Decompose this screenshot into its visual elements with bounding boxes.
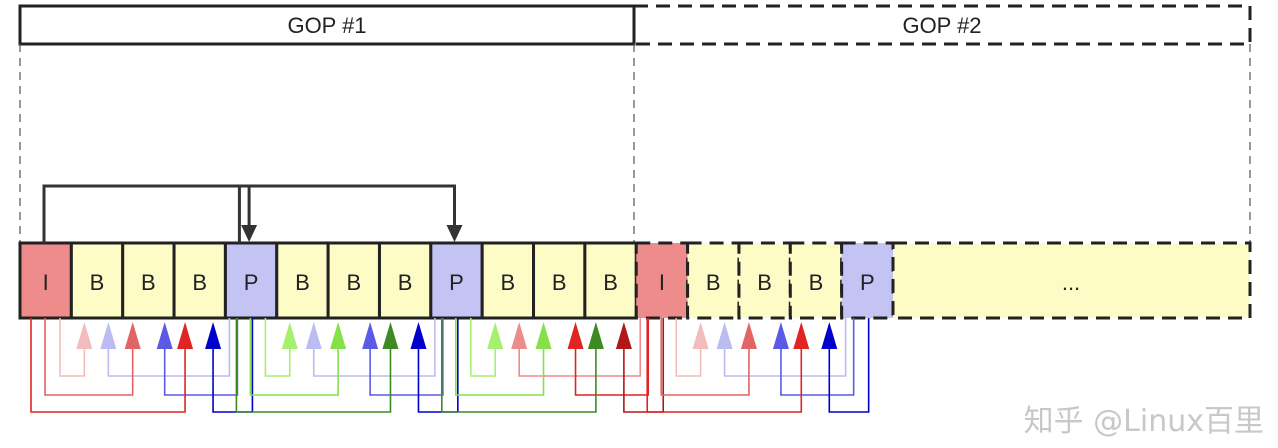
frame-B: B xyxy=(480,241,536,320)
frame-type-label: B xyxy=(141,270,156,295)
frame-type-label: P xyxy=(860,270,875,295)
frame-B: B xyxy=(377,241,433,320)
b-reference-arrow xyxy=(156,318,239,396)
frame-type-label: B xyxy=(295,270,310,295)
frame-type-label: B xyxy=(706,270,721,295)
gop-label-2: GOP #2 xyxy=(902,13,981,38)
frame-B: B xyxy=(172,241,227,320)
b-reference-arrow xyxy=(441,318,604,413)
b-reference-arrow xyxy=(772,318,855,396)
b-reference-arrow xyxy=(410,318,459,413)
frame-type-label: B xyxy=(501,270,516,295)
frame-type-label: I xyxy=(43,270,49,295)
forward-references xyxy=(42,184,463,243)
b-reference-arrow xyxy=(821,318,870,413)
frame-B: B xyxy=(326,241,381,320)
more-frames-box: ... xyxy=(891,241,1252,320)
gop-label-1: GOP #1 xyxy=(287,13,366,38)
b-reference-arrow xyxy=(205,318,254,413)
b-reference-arrow xyxy=(249,318,347,396)
b-reference-arrow xyxy=(30,318,194,413)
frame-type-label: B xyxy=(809,270,824,295)
frame-B: B xyxy=(69,241,125,320)
b-reference-arrow xyxy=(567,318,650,396)
frame-type-label: B xyxy=(90,270,105,295)
frame-P: P xyxy=(223,241,279,320)
frame-type-label: B xyxy=(603,270,618,295)
frame-type-label: B xyxy=(757,270,772,295)
frame-type-label: B xyxy=(398,270,413,295)
gop-boundaries xyxy=(19,44,1251,243)
frame-type-label: I xyxy=(659,270,665,295)
b-reference-arrow xyxy=(455,318,552,396)
watermark: 知乎 @Linux百里 xyxy=(1023,404,1264,439)
b-reference-arrow xyxy=(511,318,642,377)
forward-reference-arrow xyxy=(237,184,463,243)
b-reference-arrow xyxy=(615,318,665,413)
b-reference-arrow xyxy=(305,318,436,377)
frame-B: B xyxy=(788,241,844,320)
frame-B: B xyxy=(737,241,792,320)
b-frame-references xyxy=(30,318,870,413)
frame-I: I xyxy=(634,241,690,320)
frame-P: P xyxy=(429,241,484,320)
b-reference-arrow xyxy=(59,318,93,377)
frame-B: B xyxy=(686,241,741,320)
frame-type-label: P xyxy=(244,270,259,295)
b-reference-arrow xyxy=(660,318,757,396)
frame-type-label: B xyxy=(552,270,567,295)
b-reference-arrow xyxy=(716,318,847,377)
frame-B: B xyxy=(121,241,176,320)
b-reference-arrow xyxy=(44,318,141,396)
b-reference-arrow xyxy=(362,318,444,396)
frame-I: I xyxy=(18,241,73,320)
b-reference-arrow xyxy=(470,318,504,377)
ellipsis-text: ... xyxy=(1062,270,1080,295)
frame-type-label: B xyxy=(192,270,207,295)
b-reference-arrow xyxy=(264,318,298,377)
gop-header-2: GOP #2 xyxy=(632,4,1252,46)
frame-P: P xyxy=(840,241,895,320)
frame-type-label: B xyxy=(346,270,361,295)
gop-header-1: GOP #1 xyxy=(18,4,636,46)
forward-reference-arrow xyxy=(42,184,258,243)
b-reference-arrow xyxy=(646,318,810,413)
frame-B: B xyxy=(583,241,638,320)
b-reference-arrow xyxy=(235,318,399,413)
frame-B: B xyxy=(532,241,587,320)
frame-B: B xyxy=(275,241,330,320)
frame-type-label: P xyxy=(449,270,464,295)
b-reference-arrow xyxy=(100,318,231,377)
b-reference-arrow xyxy=(675,318,709,377)
